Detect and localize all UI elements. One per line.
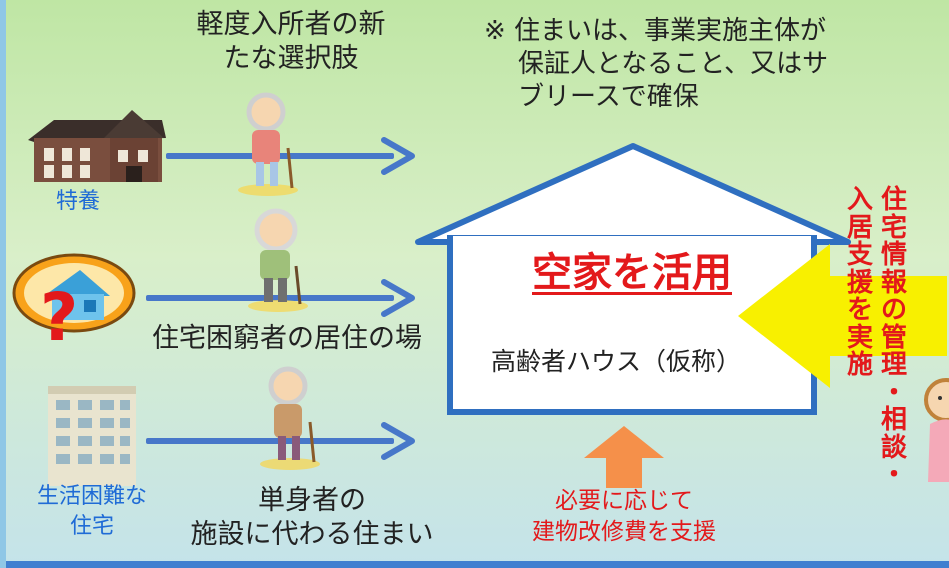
yellow-left-arrow <box>738 244 947 388</box>
support-up-arrow <box>584 426 664 488</box>
vtext-col2-c3: 支 <box>846 240 873 270</box>
vtext-col1-c5: の <box>880 295 907 325</box>
vtext-col1-c6: 管 <box>880 322 907 353</box>
arrow-head-2 <box>381 279 415 317</box>
top-label: 軽度入所者の新 たな選択肢 <box>176 8 406 76</box>
arrow-head-3 <box>381 422 415 460</box>
support-label-line1: 必要に応じて <box>555 488 693 514</box>
vtext-col1-c8: ・ <box>880 377 907 408</box>
vtext-col2-c2: 居 <box>846 212 873 243</box>
housing-needy-label: 住宅困窮者の居住の場 <box>152 323 422 354</box>
note-text: ※ 住まいは、事業実施主体が 保証人となること、又はサ ブリースで確保 <box>484 15 828 114</box>
vtext-col1-c10: 談 <box>880 432 907 463</box>
elderly-man-icon <box>248 208 308 312</box>
arrow-line-3 <box>146 438 394 444</box>
vtext-col2-c7: 施 <box>846 350 873 380</box>
svg-text:?: ? <box>40 279 78 354</box>
bottom-label-line2: 施設に代わる住まい <box>190 519 434 550</box>
apartment-building-icon <box>48 386 136 486</box>
vtext-col2-c6: 実 <box>846 322 873 353</box>
note-line2: 保証人となること、又はサ <box>518 49 829 79</box>
difficult-housing-line2: 住宅 <box>69 514 114 539</box>
house-title-wrap: 空家を活用 <box>450 248 814 298</box>
vtext-col2-c5: を <box>846 295 873 325</box>
nursing-home-label: 特養 <box>55 189 100 214</box>
difficult-housing-line1: 生活困難な <box>36 484 147 509</box>
vtext-col1-c9: 相 <box>880 405 907 435</box>
support-label-line2: 建物改修費を支援 <box>532 519 716 545</box>
elderly-woman-icon <box>238 92 298 196</box>
vtext-col2-c4: 援 <box>846 267 873 298</box>
move-in-support-vertical-text: 入 居 支 援 を 実 施 <box>844 185 876 380</box>
vtext-col1-c4: 報 <box>880 267 907 298</box>
vtext-col1-c2: 宅 <box>880 212 907 243</box>
nursing-home-building-icon <box>28 110 166 182</box>
vtext-col1-c1: 住 <box>880 185 907 215</box>
house-subtitle: 高齢者ハウス（仮称） <box>490 347 741 376</box>
top-label-line2: たな選択肢 <box>223 43 359 74</box>
vtext-col1-c3: 情 <box>880 240 907 270</box>
consultation-vertical-text: 住 宅 情 報 の 管 理 ・ 相 談 ・ <box>878 185 910 490</box>
support-label: 必要に応じて 建物改修費を支援 <box>494 486 754 548</box>
house-title: 空家を活用 <box>532 250 732 296</box>
bottom-label-line1: 単身者の <box>258 485 366 516</box>
house-question-icon: ? <box>12 253 136 354</box>
elderly-woman-cane-icon <box>260 366 320 470</box>
arrow-head-1 <box>381 137 415 175</box>
difficult-housing-label: 生活困難な 住宅 <box>22 482 162 542</box>
bottom-bar <box>6 561 949 568</box>
bottom-label: 単身者の 施設に代わる住まい <box>172 484 452 552</box>
helper-person-icon <box>924 378 949 482</box>
vtext-col1-c11: ・ <box>880 460 907 490</box>
top-label-line1: 軽度入所者の新 <box>196 9 386 40</box>
vtext-col2-c1: 入 <box>846 185 873 215</box>
vtext-col1-c7: 理 <box>880 350 907 380</box>
note-line1: ※ 住まいは、事業実施主体が <box>484 16 827 46</box>
note-line3: ブリースで確保 <box>518 82 699 112</box>
